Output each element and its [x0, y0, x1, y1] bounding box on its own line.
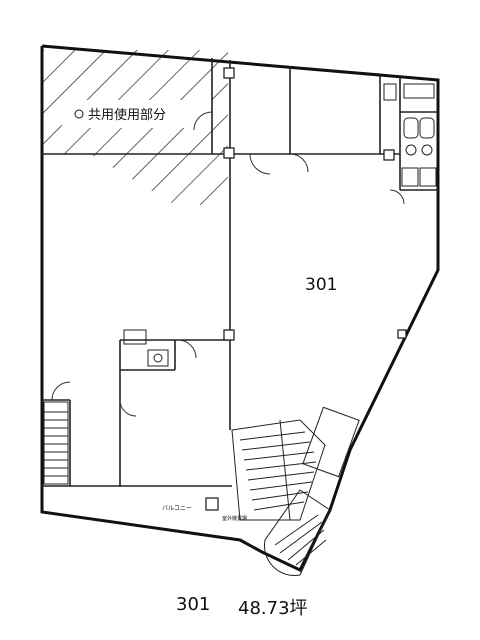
- unit-label: 301: [305, 275, 337, 295]
- left-staircase: [43, 401, 69, 485]
- restroom-fixtures: [383, 83, 437, 187]
- common-area-hatching: [42, 50, 228, 205]
- outer-walls: [40, 44, 440, 572]
- interior-walls: [42, 58, 438, 487]
- door-swings: [51, 111, 405, 417]
- columns: [205, 67, 407, 511]
- kitchenette-fixtures: [123, 329, 169, 367]
- central-staircase: [231, 419, 326, 521]
- spiral-staircase: [264, 406, 360, 576]
- footer-unit-number: 301: [176, 594, 211, 615]
- balcony-sub-label: 室外機置場: [222, 515, 247, 522]
- balcony-label: バルコニー: [162, 505, 192, 512]
- common-area-label: 共用使用部分: [88, 107, 166, 123]
- common-area-marker-icon: [74, 109, 84, 119]
- footer: 301 48.73坪: [0, 594, 480, 624]
- footer-area: 48.73坪: [238, 598, 308, 619]
